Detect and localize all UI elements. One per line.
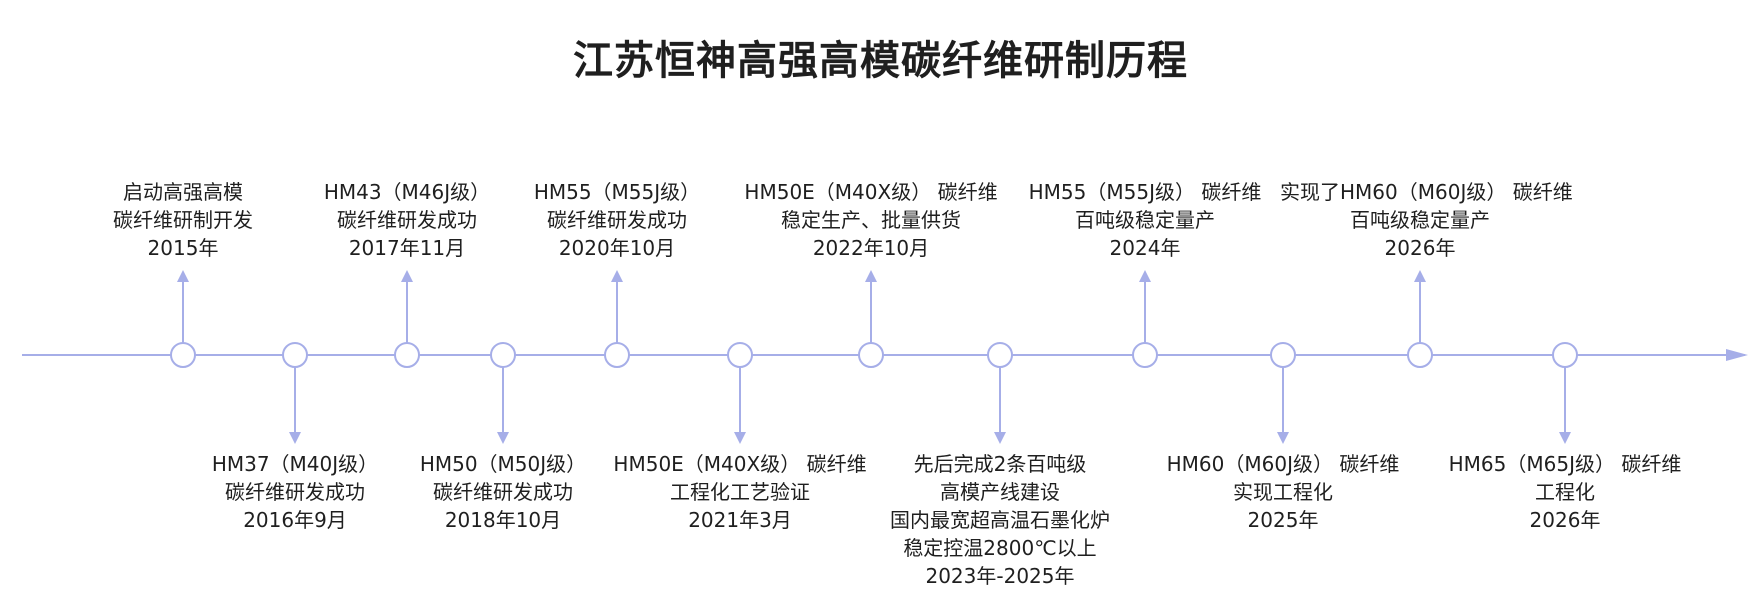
event-label-line: 2021年3月 xyxy=(688,508,792,532)
timeline-arrowhead xyxy=(1726,349,1748,361)
event-label: HM50（M50J级） 碳纤维研发成功 2018年10月 xyxy=(363,450,643,534)
event-label-line: 碳纤维研发成功 xyxy=(433,480,573,504)
event-arrowhead xyxy=(865,270,877,282)
event-marker xyxy=(1552,342,1578,368)
event-label: HM55（M55J级） 碳纤维百吨级稳定量产 2024年 xyxy=(1005,178,1285,262)
event-label-line: 2017年11月 xyxy=(348,236,466,260)
event-label-line: HM43（M46J级） xyxy=(323,180,491,204)
event-label-line: 工程化 xyxy=(1535,480,1595,504)
event-marker xyxy=(604,342,630,368)
event-label-line: 碳纤维研发成功 xyxy=(547,208,687,232)
event-label: HM50E（M40X级） 碳纤维稳定生产、批量供货 2022年10月 xyxy=(731,178,1011,262)
event-label-line: 2016年9月 xyxy=(243,508,347,532)
event-label-line: 碳纤维研发成功 xyxy=(225,480,365,504)
event-marker xyxy=(987,342,1013,368)
event-arrowhead xyxy=(1559,432,1571,444)
event-marker xyxy=(1132,342,1158,368)
event-label-line: 2020年10月 xyxy=(558,236,676,260)
event-label-line: 实现工程化 xyxy=(1233,480,1333,504)
event-label: HM55（M55J级） 碳纤维研发成功 2020年10月 xyxy=(477,178,757,262)
event-label: HM37（M40J级） 碳纤维研发成功 2016年9月 xyxy=(155,450,435,534)
event-marker xyxy=(1407,342,1433,368)
event-label: 实现了HM60（M60J级） 碳纤维百吨级稳定量产 2026年 xyxy=(1280,178,1573,262)
event-label-line: HM60（M60J级） 碳纤维 xyxy=(1166,452,1400,476)
event-label-line: 启动高强高模 xyxy=(123,180,243,204)
event-label-line: 2018年10月 xyxy=(444,508,562,532)
event-label-line: 2025年 xyxy=(1247,508,1319,532)
event-label-line: HM55（M55J级） xyxy=(533,180,701,204)
event-label-line: 稳定生产、批量供货 xyxy=(781,208,961,232)
event-label-line: 2026年 xyxy=(1384,236,1456,260)
event-label-line: HM50E（M40X级） 碳纤维 xyxy=(613,452,867,476)
event-label-line: 高模产线建设 xyxy=(940,480,1060,504)
event-label: HM65（M65J级） 碳纤维工程化 2026年 xyxy=(1425,450,1705,534)
event-label-line: 百吨级稳定量产 xyxy=(1075,208,1215,232)
event-label: HM50E（M40X级） 碳纤维工程化工艺验证 2021年3月 xyxy=(600,450,880,534)
event-arrowhead xyxy=(497,432,509,444)
event-label: HM60（M60J级） 碳纤维实现工程化 2025年 xyxy=(1143,450,1423,534)
event-marker xyxy=(727,342,753,368)
event-markers xyxy=(170,270,1578,444)
event-arrowhead xyxy=(1277,432,1289,444)
event-label-line: 国内最宽超高温石墨化炉 xyxy=(890,508,1110,532)
event-label-line: 工程化工艺验证 xyxy=(670,480,810,504)
event-marker xyxy=(490,342,516,368)
event-label: HM43（M46J级） 碳纤维研发成功 2017年11月 xyxy=(267,178,547,262)
event-label-line: HM37（M40J级） xyxy=(211,452,379,476)
event-arrowhead xyxy=(734,432,746,444)
event-label-line: 2024年 xyxy=(1109,236,1181,260)
event-marker xyxy=(170,342,196,368)
event-label: 启动高强高模碳纤维研制开发 2015年 xyxy=(43,178,323,262)
event-arrowhead xyxy=(289,432,301,444)
event-label-line: 2015年 xyxy=(147,236,219,260)
event-label-line: HM50E（M40X级） 碳纤维 xyxy=(744,180,998,204)
event-label: 先后完成2条百吨级高模产线建设国内最宽超高温石墨化炉稳定控温2800℃以上 202… xyxy=(860,450,1140,590)
event-label-line: 碳纤维研制开发 xyxy=(113,208,253,232)
event-arrowhead xyxy=(1414,270,1426,282)
event-label-line: 2022年10月 xyxy=(812,236,930,260)
event-label-line: 碳纤维研发成功 xyxy=(337,208,477,232)
event-label-line: HM50（M50J级） xyxy=(419,452,587,476)
event-label-line: 百吨级稳定量产 xyxy=(1350,208,1490,232)
event-arrowhead xyxy=(611,270,623,282)
diagram-title: 江苏恒神高强高模碳纤维研制历程 xyxy=(573,38,1188,84)
event-label-line: 先后完成2条百吨级 xyxy=(913,452,1087,476)
event-marker xyxy=(858,342,884,368)
event-arrowhead xyxy=(401,270,413,282)
event-marker xyxy=(394,342,420,368)
event-label-line: 2023年-2025年 xyxy=(925,564,1075,588)
event-marker xyxy=(282,342,308,368)
event-label-line: 稳定控温2800℃以上 xyxy=(903,536,1097,560)
event-label-line: 2026年 xyxy=(1529,508,1601,532)
event-label-line: HM55（M55J级） 碳纤维 xyxy=(1028,180,1262,204)
event-marker xyxy=(1270,342,1296,368)
event-label-line: 实现了HM60（M60J级） 碳纤维 xyxy=(1280,180,1573,204)
event-arrowhead xyxy=(177,270,189,282)
event-arrowhead xyxy=(994,432,1006,444)
event-arrowhead xyxy=(1139,270,1151,282)
event-label-line: HM65（M65J级） 碳纤维 xyxy=(1448,452,1682,476)
